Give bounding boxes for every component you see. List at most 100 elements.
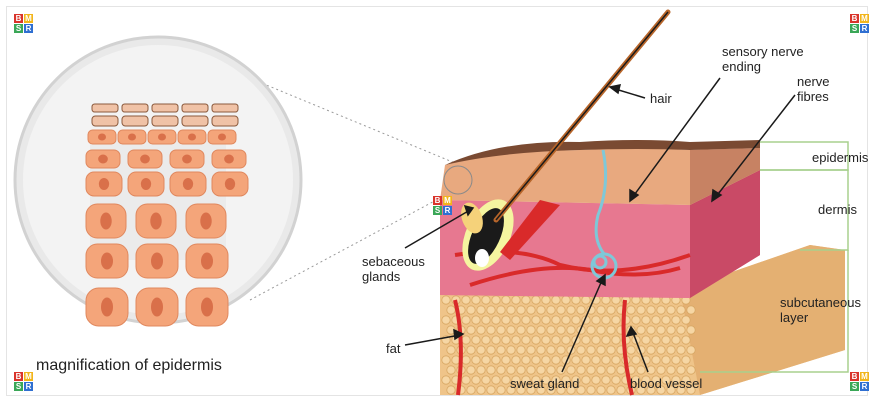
cell-nucleus <box>200 213 211 230</box>
fat-globule <box>687 346 695 354</box>
fat-globule <box>447 366 455 374</box>
fat-globule <box>517 326 525 334</box>
fat-globule <box>442 356 450 364</box>
fat-globule <box>687 326 695 334</box>
fat-globule <box>602 336 610 344</box>
fat-globule <box>532 316 540 324</box>
hair-label: hair <box>650 91 672 106</box>
fat-globule <box>652 336 660 344</box>
logo-letter-r: R <box>24 24 33 33</box>
fat-globule <box>582 356 590 364</box>
fat-globule <box>587 346 595 354</box>
cell-nucleus <box>218 134 226 141</box>
fat-globule <box>467 306 475 314</box>
fat-globule <box>572 296 580 304</box>
fat-globule <box>527 366 535 374</box>
logo-letter-r: R <box>443 206 452 215</box>
cell-nucleus <box>141 178 151 190</box>
fat-globule <box>592 316 600 324</box>
fat-globule <box>682 356 690 364</box>
cell-nucleus <box>98 134 106 141</box>
fat-globule <box>602 296 610 304</box>
fat-globule <box>587 326 595 334</box>
fat-globule <box>512 296 520 304</box>
fat-globule <box>487 386 495 394</box>
logo-letter-m: M <box>24 14 33 23</box>
fat-globule <box>597 326 605 334</box>
fat-globule <box>472 376 480 384</box>
fat-globule <box>567 326 575 334</box>
fat-globule <box>507 346 515 354</box>
fat-globule <box>487 326 495 334</box>
fat-globule <box>557 326 565 334</box>
fat-globule <box>672 336 680 344</box>
fat-globule <box>637 306 645 314</box>
fat-globule <box>557 306 565 314</box>
fat-globule <box>482 296 490 304</box>
logo-letter-r: R <box>860 24 869 33</box>
logo-letter-m: M <box>860 372 869 381</box>
fat-globule <box>492 316 500 324</box>
fat-globule <box>602 356 610 364</box>
fat-globule <box>497 306 505 314</box>
fat-globule <box>532 336 540 344</box>
fat-globule <box>497 346 505 354</box>
fat-globule <box>542 336 550 344</box>
logo-letter-m: M <box>860 14 869 23</box>
fat-globule <box>672 316 680 324</box>
fat-globule <box>687 306 695 314</box>
fat-globule <box>687 366 695 374</box>
fat-globule <box>652 356 660 364</box>
fat-globule <box>492 296 500 304</box>
fat-globule <box>647 346 655 354</box>
fat-globule <box>502 336 510 344</box>
logo-letter-m: M <box>24 372 33 381</box>
fat-globule <box>657 346 665 354</box>
logo-letter-b: B <box>14 372 23 381</box>
fat-globule <box>577 306 585 314</box>
fat-globule <box>547 326 555 334</box>
fat-globule <box>507 326 515 334</box>
fat-globule <box>497 326 505 334</box>
fat-globule <box>612 336 620 344</box>
sensory-nerve-ending-label: sensory nerve ending <box>722 44 804 74</box>
fat-globule <box>497 386 505 394</box>
fat-globule <box>577 366 585 374</box>
fat-globule <box>502 316 510 324</box>
logo-letter-r: R <box>24 382 33 391</box>
fat-globule <box>492 336 500 344</box>
fat-globule <box>582 296 590 304</box>
fat-globule <box>627 306 635 314</box>
fat-globule <box>587 386 595 394</box>
fat-globule <box>482 356 490 364</box>
bmsr-logo-center: B M S R <box>433 196 452 215</box>
fat-globule <box>482 316 490 324</box>
fat-globule <box>467 386 475 394</box>
fat-globule <box>512 356 520 364</box>
fat-globule <box>607 306 615 314</box>
logo-letter-b: B <box>850 14 859 23</box>
fat-globule <box>527 346 535 354</box>
fat-globule <box>667 366 675 374</box>
fat-globule <box>627 346 635 354</box>
epidermis-label: epidermis <box>812 150 868 165</box>
cell-nucleus <box>101 298 113 317</box>
nerve-fibres-label: nerve fibres <box>797 74 830 104</box>
fat-globule <box>552 356 560 364</box>
fat-globule <box>492 376 500 384</box>
fat-globule <box>642 316 650 324</box>
subcutaneous-layer-label: subcutaneous layer <box>780 295 861 325</box>
epidermis-cell <box>212 116 238 126</box>
fat-globule <box>477 326 485 334</box>
fat-globule <box>492 356 500 364</box>
fat-globule <box>477 346 485 354</box>
logo-letter-s: S <box>850 382 859 391</box>
bmsr-logo-top-left: B M S R <box>14 14 33 33</box>
fat-globule <box>537 346 545 354</box>
fat-globule <box>547 306 555 314</box>
epidermis-cell <box>122 104 148 112</box>
fat-globule <box>472 356 480 364</box>
logo-letter-b: B <box>850 372 859 381</box>
epidermis-cell <box>212 104 238 112</box>
logo-letter-s: S <box>850 24 859 33</box>
